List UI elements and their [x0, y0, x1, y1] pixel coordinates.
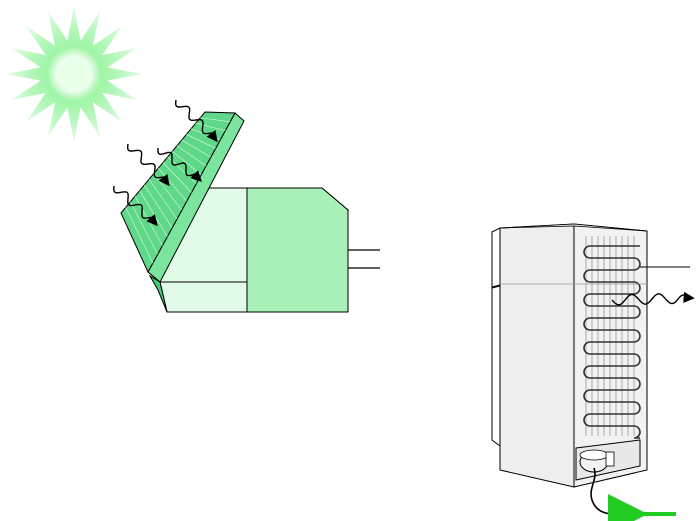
box-lower-side — [160, 282, 247, 312]
power-plug-icon — [613, 509, 628, 518]
output-pipes — [348, 250, 380, 268]
sun-core — [58, 58, 90, 90]
solar-system-group — [114, 100, 380, 312]
fridge-door-top — [492, 228, 500, 287]
box-front-face — [247, 188, 348, 312]
fridge-door-bottom — [492, 286, 500, 446]
fridge-side — [500, 224, 574, 487]
refrigerator — [492, 224, 692, 518]
sun-icon — [6, 6, 142, 142]
